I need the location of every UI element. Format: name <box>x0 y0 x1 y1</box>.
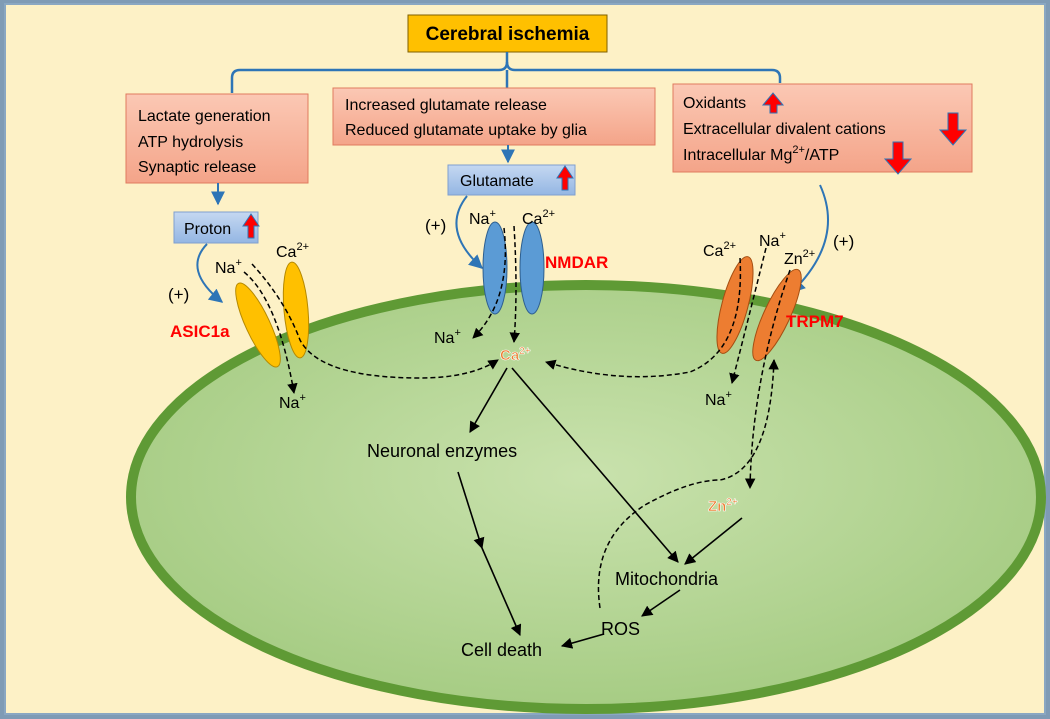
cause-middle-1: Increased glutamate release <box>345 97 547 114</box>
ros-label: ROS <box>601 619 640 639</box>
ion-flux-paths <box>243 225 791 609</box>
glutamate-activation-arrow <box>455 195 484 269</box>
asic-na-in-label: Na+ <box>215 257 242 277</box>
intracellular-zn-label: Zn2+ <box>708 497 738 515</box>
cause-right-oxidants: Oxidants <box>683 95 746 112</box>
nmdar-ca-label: Ca2+ <box>522 208 555 228</box>
cause-box-left: Lactate generation ATP hydrolysis Synapt… <box>125 93 309 184</box>
trpm7-channel <box>716 256 802 362</box>
cause-right-mg: Intracellular Mg2+/ATP <box>683 144 839 164</box>
neuron-cell <box>126 280 1046 714</box>
oxidants-up-arrow-icon <box>761 92 785 114</box>
cell-death-label: Cell death <box>461 640 542 660</box>
cause-left-1: Lactate generation <box>138 108 271 125</box>
title-text: Cerebral ischemia <box>426 24 590 45</box>
trpm-activation-arrow <box>791 184 829 293</box>
trpm-plus-label: (+) <box>833 232 854 251</box>
nmdar-label: NMDAR <box>545 253 608 272</box>
asic1a-label: ASIC1a <box>170 322 230 341</box>
intracellular-ca-label: Ca2+ <box>500 346 531 364</box>
mitochondria-label: Mitochondria <box>615 569 719 589</box>
nmdar-plus-label: (+) <box>425 216 446 235</box>
cause-middle-2: Reduced glutamate uptake by glia <box>345 122 587 139</box>
glutamate-label: Glutamate <box>460 173 534 190</box>
proton-box: Proton <box>173 211 260 244</box>
cause-right-divalent: Extracellular divalent cations <box>683 121 886 138</box>
trpm-ca-label: Ca2+ <box>703 240 736 260</box>
trpm7-label: TRPM7 <box>786 312 844 331</box>
cause-left-2: ATP hydrolysis <box>138 134 243 151</box>
brace-right <box>505 61 782 83</box>
mg-down-arrow-icon <box>883 141 913 175</box>
asic-na-out-label: Na+ <box>279 392 306 412</box>
trpm-zn-label: Zn2+ <box>784 248 815 268</box>
divalent-down-arrow-icon <box>938 112 968 146</box>
asic-plus-label: (+) <box>168 285 189 304</box>
brace-left <box>230 52 509 93</box>
nmdar-channel <box>482 221 545 315</box>
cause-box-middle: Increased glutamate release Reduced glut… <box>332 87 656 146</box>
neuronal-enzymes-label: Neuronal enzymes <box>367 441 517 461</box>
asic1a-channel <box>235 261 310 368</box>
asic-ca-label: Ca2+ <box>276 241 309 261</box>
cause-left-3: Synaptic release <box>138 159 256 176</box>
title-box: Cerebral ischemia <box>407 14 608 53</box>
trpm-na-out-label: Na+ <box>705 389 732 409</box>
proton-label: Proton <box>184 221 231 238</box>
cause-box-right: Oxidants Extracellular divalent cations … <box>672 83 973 175</box>
proton-activation-arrow <box>196 243 224 303</box>
glutamate-box: Glutamate <box>447 164 576 196</box>
glutamate-up-arrow-icon <box>556 165 574 191</box>
pathway-arrows <box>457 367 743 649</box>
proton-up-arrow-icon <box>242 213 260 239</box>
nmdar-na-in-label: Na+ <box>469 208 496 228</box>
nmdar-na-out-label: Na+ <box>434 327 461 347</box>
trpm-na-in-label: Na+ <box>759 230 786 250</box>
